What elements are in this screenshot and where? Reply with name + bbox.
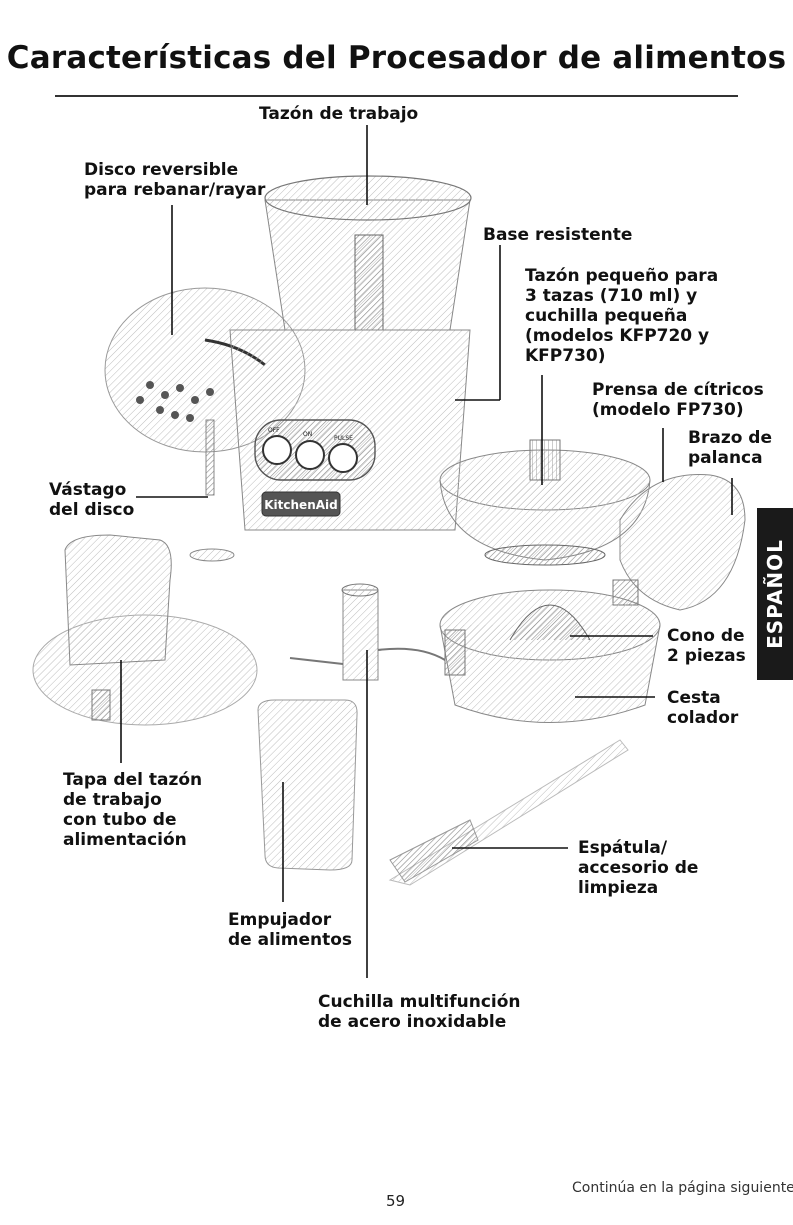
food-processor-drawing: OFF ON PULSE KitchenAid bbox=[229, 175, 472, 531]
label-disco-reversible: Disco reversible para rebanar/rayar bbox=[84, 160, 266, 200]
label-cuchilla-multi: Cuchilla multifunción de acero inoxidabl… bbox=[318, 992, 521, 1032]
label-tazon-pequeno: Tazón pequeño para 3 tazas (710 ml) y cu… bbox=[525, 266, 719, 366]
multipurpose-blade-drawing bbox=[289, 583, 446, 681]
label-brazo-palanca: Brazo de palanca bbox=[688, 428, 773, 468]
spatula-drawing bbox=[388, 739, 629, 886]
lid-feed-tube-drawing bbox=[32, 534, 258, 726]
page-title: Características del Procesador de alimen… bbox=[6, 40, 787, 76]
leader-lines bbox=[120, 125, 733, 978]
label-empujador: Empujador de alimentos bbox=[228, 910, 353, 950]
button-mark-pulse: PULSE bbox=[334, 435, 353, 442]
page-number: 59 bbox=[386, 1192, 406, 1210]
label-tapa-tazon: Tapa del tazón de trabajo con tubo de al… bbox=[63, 770, 203, 850]
food-pusher-drawing bbox=[257, 699, 358, 871]
label-vastago-disco: Vástago del disco bbox=[49, 480, 135, 520]
label-tazon-trabajo: Tazón de trabajo bbox=[259, 104, 419, 124]
label-cono-piezas: Cono de 2 piezas bbox=[667, 626, 746, 666]
small-bowl-drawing bbox=[439, 439, 651, 566]
language-tab: ESPAÑOL bbox=[757, 508, 793, 680]
language-tab-label: ESPAÑOL bbox=[763, 539, 787, 649]
citrus-press-lever-drawing bbox=[612, 474, 746, 611]
button-mark-on: ON bbox=[303, 431, 312, 438]
label-base-resistente: Base resistente bbox=[483, 225, 633, 245]
title-rule bbox=[55, 95, 738, 97]
button-mark-off: OFF bbox=[268, 427, 280, 434]
continued-note: Continúa en la página siguiente bbox=[572, 1180, 793, 1196]
label-prensa-citricos: Prensa de cítricos (modelo FP730) bbox=[592, 380, 764, 420]
brand-badge: KitchenAid bbox=[264, 498, 337, 512]
label-espatula: Espátula/ accesorio de limpieza bbox=[578, 838, 699, 898]
label-cesta-colador: Cesta colador bbox=[667, 688, 739, 728]
citrus-basket-drawing bbox=[439, 589, 661, 723]
